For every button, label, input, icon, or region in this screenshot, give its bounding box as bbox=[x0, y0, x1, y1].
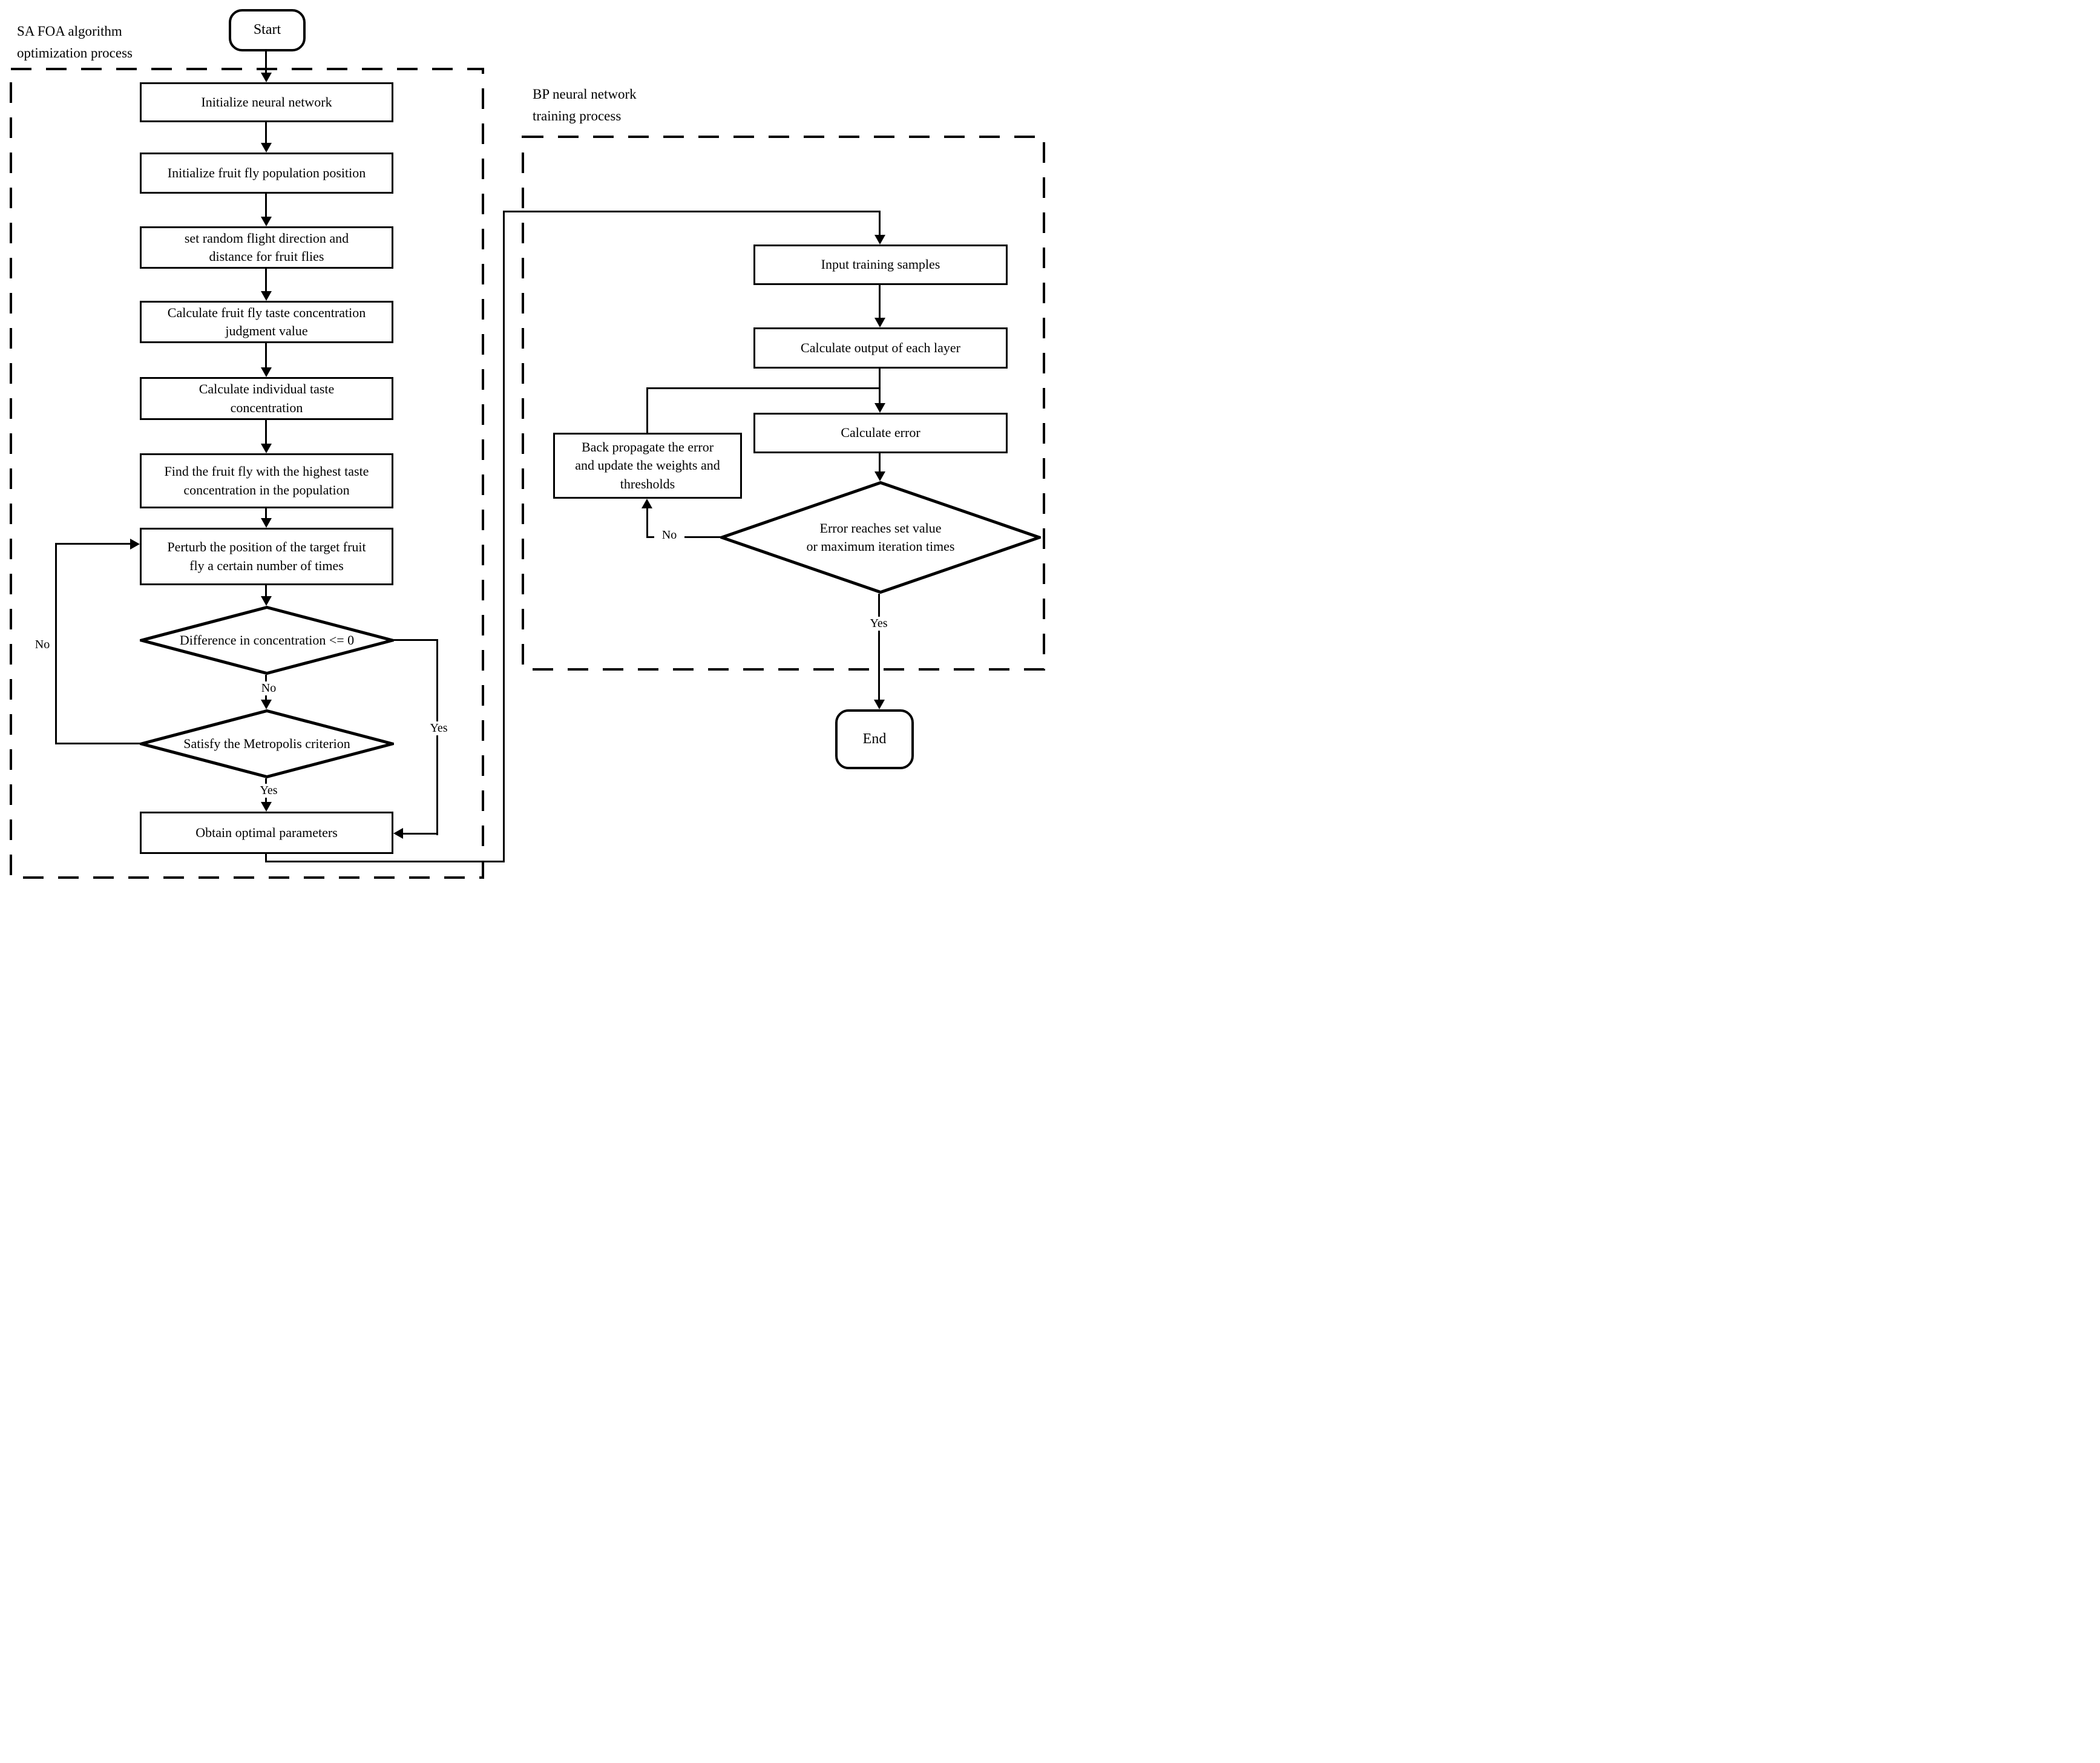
edge-input-to-calc-output bbox=[879, 285, 881, 319]
arrowhead-perturb-left bbox=[130, 539, 140, 550]
edge-init-nn-to-init-pop bbox=[265, 122, 267, 145]
bp-dashed-border bbox=[522, 136, 1045, 671]
edge-obtain-down-stub bbox=[265, 854, 267, 862]
bp-section-label: BP neural network training process bbox=[533, 87, 637, 123]
diamond-diff-outline bbox=[140, 606, 394, 675]
sa-foa-dashed-region bbox=[10, 68, 484, 879]
arrowhead-find-highest bbox=[261, 444, 272, 453]
edge-metropolis-no-vertical bbox=[55, 543, 57, 744]
arrowhead-end bbox=[874, 700, 885, 709]
arrowhead-diff-diamond bbox=[261, 596, 272, 606]
edge-into-input-samples bbox=[879, 211, 881, 236]
process-find-highest-taste: Find the fruit fly with the highest tast… bbox=[140, 453, 393, 508]
process-perturb-position: Perturb the position of the target fruit… bbox=[140, 528, 393, 585]
edge-error-yes-to-end bbox=[878, 594, 880, 701]
edge-metropolis-no-horizontal bbox=[55, 743, 141, 744]
edge-set-flight-to-calc-judgment bbox=[265, 269, 267, 294]
edge-metropolis-no-into-perturb bbox=[55, 543, 131, 545]
arrowhead-set-flight bbox=[261, 217, 272, 226]
arrowhead-obtain bbox=[261, 802, 272, 812]
arrowhead-calc-output bbox=[874, 318, 885, 327]
edge-feedback-horizontal bbox=[646, 387, 881, 389]
arrowhead-calc-judgment bbox=[261, 291, 272, 301]
decision-difference-in-concentration-shape bbox=[140, 606, 394, 675]
edge-perturb-to-diff-diamond bbox=[265, 585, 267, 599]
diamond-metropolis-outline bbox=[140, 709, 394, 778]
edge-label-metropolis-yes: Yes bbox=[253, 784, 284, 798]
process-calculate-error: Calculate error bbox=[753, 413, 1008, 453]
sa-foa-dashed-border bbox=[10, 68, 484, 879]
arrowhead-init-pop bbox=[261, 143, 272, 153]
edge-calc-error-to-diamond bbox=[879, 453, 881, 473]
edge-label-error-no: No bbox=[654, 528, 684, 542]
decision-metropolis: Satisfy the Metropolis criterion bbox=[183, 736, 350, 752]
edge-diff-yes-into-obtain bbox=[402, 833, 436, 835]
edge-feedback-vertical bbox=[646, 387, 648, 433]
edge-diff-yes-horizontal bbox=[393, 639, 438, 641]
edge-start-to-init-nn bbox=[265, 51, 267, 76]
edge-error-no-vertical bbox=[646, 508, 648, 538]
arrowhead-calc-error bbox=[874, 403, 885, 413]
edge-find-highest-to-perturb bbox=[265, 508, 267, 520]
process-initialize-neural-network: Initialize neural network bbox=[140, 82, 393, 122]
process-back-propagate: Back propagate the error and update the … bbox=[553, 433, 742, 499]
decision-error-reaches-shape bbox=[720, 481, 1041, 594]
sa-foa-section-label: SA FOA algorithm optimization process bbox=[17, 24, 133, 61]
terminal-start: Start bbox=[229, 9, 306, 51]
decision-difference-in-concentration: Difference in concentration <= 0 bbox=[179, 632, 355, 648]
process-set-random-flight: set random flight direction and distance… bbox=[140, 226, 393, 269]
edge-inter-process-vertical bbox=[503, 212, 505, 862]
edge-init-pop-to-set-flight bbox=[265, 194, 267, 219]
edge-label-metropolis-no: No bbox=[34, 638, 50, 651]
arrowhead-calc-individual bbox=[261, 367, 272, 377]
arrowhead-error-diamond bbox=[874, 471, 885, 481]
decision-metropolis-shape bbox=[140, 709, 394, 778]
arrowhead-input-samples bbox=[874, 235, 885, 245]
process-calculate-taste-judgment-value: Calculate fruit fly taste concentration … bbox=[140, 301, 393, 343]
process-obtain-optimal-parameters: Obtain optimal parameters bbox=[140, 812, 393, 854]
arrowhead-perturb bbox=[261, 518, 272, 528]
edge-obtain-bottom-horizontal bbox=[265, 861, 505, 862]
edge-label-diff-no: No bbox=[255, 681, 283, 695]
arrowhead-metropolis bbox=[261, 700, 272, 709]
arrowhead-obtain-right bbox=[393, 828, 403, 839]
process-calculate-output-each-layer: Calculate output of each layer bbox=[753, 327, 1008, 369]
edge-calc-individual-to-find-highest bbox=[265, 420, 267, 446]
decision-error-reaches: Error reaches set value or maximum itera… bbox=[806, 520, 955, 554]
edge-calc-judgment-to-calc-individual bbox=[265, 343, 267, 370]
diamond-error-outline bbox=[720, 481, 1041, 594]
edge-label-error-yes: Yes bbox=[863, 617, 894, 631]
edge-inter-process-top-horizontal bbox=[503, 211, 881, 212]
arrowhead-init-nn bbox=[261, 73, 272, 82]
arrowhead-back-propagate bbox=[641, 499, 652, 508]
flowchart-canvas: SA FOA algorithm optimization process BP… bbox=[0, 0, 1050, 881]
process-initialize-fruit-fly-population: Initialize fruit fly population position bbox=[140, 153, 393, 194]
process-input-training-samples: Input training samples bbox=[753, 245, 1008, 285]
bp-dashed-region bbox=[522, 136, 1045, 671]
edge-diff-yes-vertical bbox=[436, 639, 438, 835]
edge-calc-output-to-calc-error bbox=[879, 369, 881, 404]
terminal-end: End bbox=[835, 709, 914, 769]
process-calculate-individual-taste: Calculate individual taste concentration bbox=[140, 377, 393, 420]
edge-label-diff-yes: Yes bbox=[423, 721, 454, 735]
